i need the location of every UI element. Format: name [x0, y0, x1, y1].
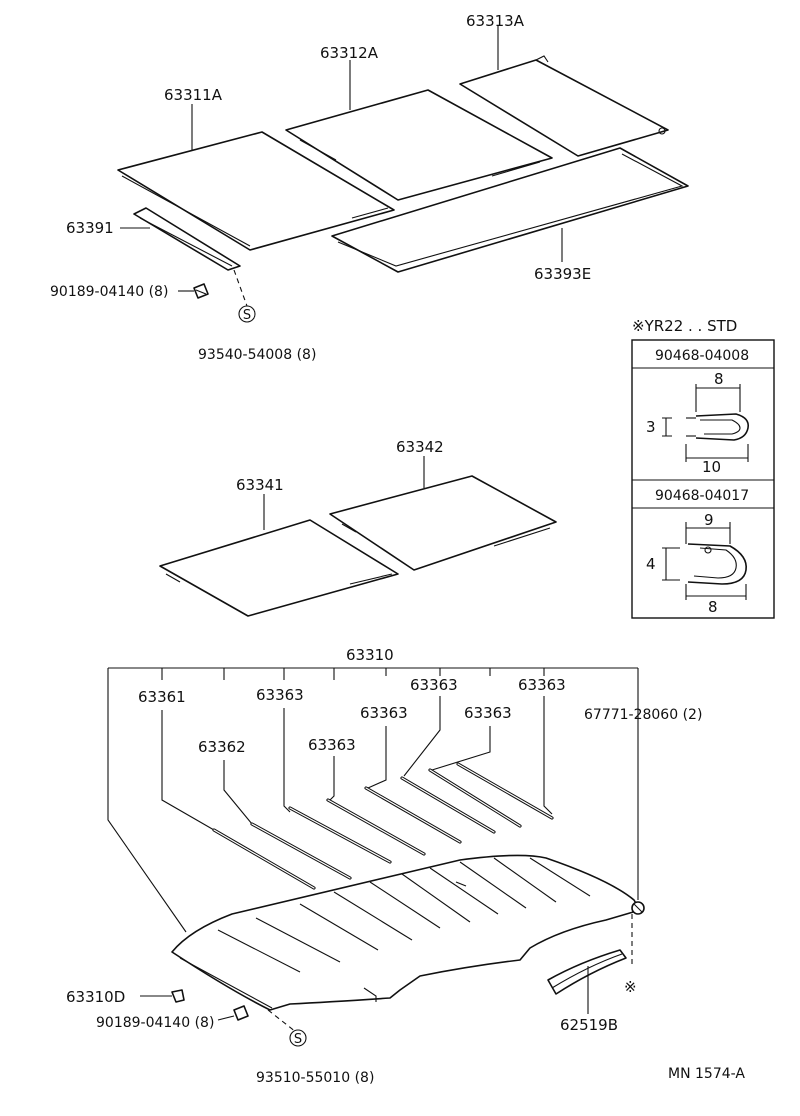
- label-63363-f: 63363: [518, 676, 566, 694]
- label-bolt-top: 90189-04140 (8): [50, 284, 168, 300]
- footer-code: MN 1574-A: [668, 1066, 745, 1082]
- asterisk-marker: ※: [624, 978, 637, 996]
- bow-63363-a[interactable]: [288, 806, 392, 864]
- s-symbol-bottom: S: [294, 1032, 302, 1047]
- clip2-dim-bottom: 8: [708, 598, 718, 616]
- screw-top-icon[interactable]: S: [238, 305, 256, 323]
- screw-bottom-icon[interactable]: S: [289, 1029, 307, 1047]
- bow-63363-f[interactable]: [456, 762, 554, 820]
- label-63342: 63342: [396, 438, 444, 456]
- bolt-bottom-icon[interactable]: [233, 1005, 249, 1021]
- label-63362: 63362: [198, 738, 246, 756]
- clip2-dim-left: 4: [646, 555, 656, 573]
- trim-62519B[interactable]: [547, 949, 627, 995]
- label-63363-d: 63363: [410, 676, 458, 694]
- label-bolt-bottom: 90189-04140 (8): [96, 1015, 214, 1031]
- panel-63341[interactable]: [159, 519, 399, 617]
- label-63361: 63361: [138, 688, 186, 706]
- clip-63310D-icon[interactable]: [171, 989, 185, 1003]
- headliner-63310[interactable]: [171, 854, 641, 1011]
- label-63391: 63391: [66, 219, 114, 237]
- label-63393E: 63393E: [534, 265, 591, 283]
- inset-title: ※YR22 . . STD: [632, 317, 737, 335]
- clip1-dim-top: 8: [714, 370, 724, 388]
- label-63310D: 63310D: [66, 988, 125, 1006]
- clip1-dim-bottom: 10: [702, 458, 721, 476]
- panel-63342[interactable]: [329, 475, 557, 571]
- label-63341: 63341: [236, 476, 284, 494]
- clip1-part-no: 90468-04008: [655, 348, 749, 364]
- s-symbol-top: S: [243, 308, 251, 323]
- label-63312A: 63312A: [320, 44, 379, 62]
- bow-63363-e[interactable]: [428, 768, 522, 828]
- bow-63363-b[interactable]: [326, 798, 426, 856]
- label-63363-c: 63363: [360, 704, 408, 722]
- label-63313A: 63313A: [466, 12, 525, 30]
- label-63363-b: 63363: [308, 736, 356, 754]
- inset-std-clips: ※YR22 . . STD 90468-04008 90468-04017 8 …: [631, 317, 775, 619]
- clip2-part-no: 90468-04017: [655, 488, 749, 504]
- panel-63313A[interactable]: [459, 55, 669, 157]
- bow-63361[interactable]: [212, 828, 316, 890]
- label-62519B: 62519B: [560, 1016, 618, 1034]
- bow-63363-c[interactable]: [364, 786, 462, 844]
- bow-63362[interactable]: [250, 822, 352, 880]
- bow-63363-d[interactable]: [400, 776, 496, 834]
- frame-63393E[interactable]: [331, 147, 689, 273]
- clip2-icon: [662, 522, 747, 600]
- label-screw-bottom: 93510-55010 (8): [256, 1070, 374, 1086]
- clip1-icon: [662, 384, 750, 462]
- bolt-top-icon[interactable]: [193, 283, 209, 299]
- strip-63391[interactable]: [133, 207, 241, 271]
- label-63363-e: 63363: [464, 704, 512, 722]
- clip2-dim-top: 9: [704, 511, 714, 529]
- label-screw-top: 93540-54008 (8): [198, 347, 316, 363]
- label-63310: 63310: [346, 646, 394, 664]
- panel-63312A[interactable]: [285, 89, 553, 201]
- clip1-dim-left: 3: [646, 418, 656, 436]
- label-67771: 67771-28060 (2): [584, 707, 702, 723]
- panel-63311A[interactable]: [117, 131, 395, 251]
- label-63311A: 63311A: [164, 86, 223, 104]
- label-63363-a: 63363: [256, 686, 304, 704]
- clip-67771-icon[interactable]: [631, 901, 645, 915]
